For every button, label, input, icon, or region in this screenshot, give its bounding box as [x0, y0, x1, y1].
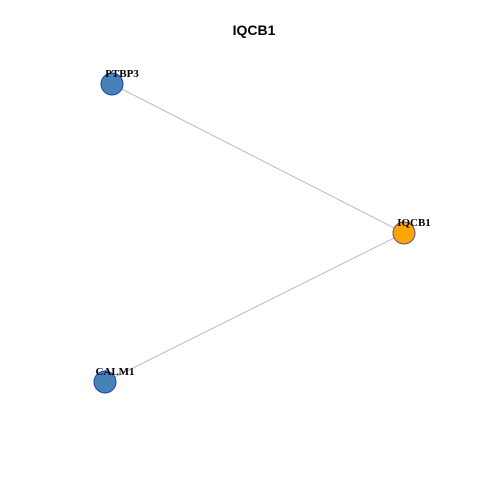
node-label-calm1: CALM1 — [95, 366, 134, 378]
edge-ptbp3-iqcb1 — [111, 83, 405, 234]
node-circle-calm1 — [93, 370, 117, 394]
node-label-ptbp3: PTBP3 — [105, 68, 139, 80]
node-calm1: CALM1 — [93, 366, 135, 394]
edge-calm1-iqcb1 — [104, 232, 405, 383]
node-circle-ptbp3 — [100, 72, 124, 96]
node-ptbp3: PTBP3 — [100, 68, 139, 96]
node-iqcb1: IQCB1 — [392, 217, 431, 245]
node-circle-iqcb1 — [392, 221, 416, 245]
node-label-iqcb1: IQCB1 — [397, 217, 431, 229]
edges-layer — [104, 83, 405, 383]
diagram-title: IQCB1 — [233, 22, 276, 38]
